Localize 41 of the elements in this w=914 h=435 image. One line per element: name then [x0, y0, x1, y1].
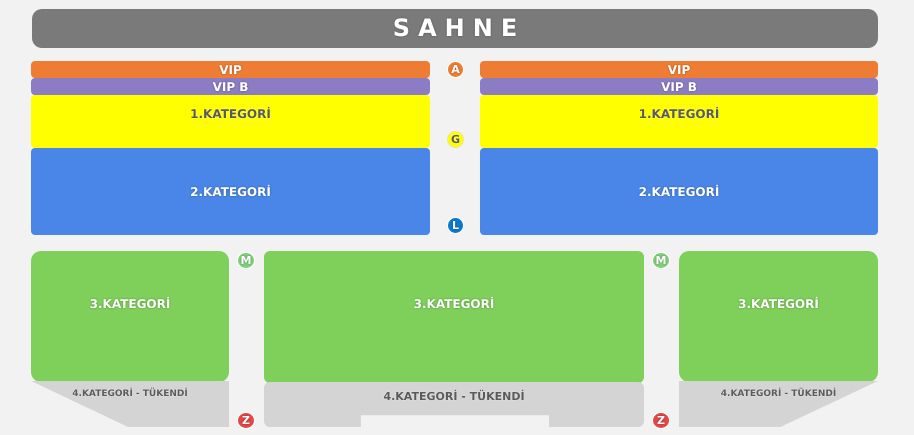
section-label: 4.KATEGORİ - TÜKENDİ	[71, 389, 189, 400]
section-label: VIP	[218, 63, 243, 77]
section-label: 2.KATEGORİ	[638, 185, 720, 199]
seating-section	[31, 95, 430, 148]
section-label: VIP	[666, 63, 692, 77]
section-label: 3.KATEGORİ	[737, 297, 820, 311]
seating-section	[264, 382, 644, 427]
seating-section	[31, 78, 430, 95]
seating-section	[31, 251, 229, 382]
seating-section	[480, 61, 878, 78]
seating-section	[264, 251, 644, 383]
section-label: VIP B	[212, 80, 250, 94]
row-marker	[447, 217, 464, 234]
row-letter: L	[450, 219, 460, 232]
seating-section	[480, 148, 878, 235]
row-letter: M	[240, 254, 252, 267]
section-label: 1.KATEGORİ	[189, 107, 272, 121]
section-label: 3.KATEGORİ	[88, 297, 172, 311]
row-marker	[237, 412, 255, 429]
stage-label: SAHNE	[392, 14, 526, 43]
seating-section	[679, 381, 878, 427]
stage-banner	[32, 9, 878, 48]
row-letter: Z	[241, 414, 251, 427]
row-letter: M	[654, 254, 668, 267]
seating-section	[679, 251, 878, 382]
section-label: 1.KATEGORİ	[638, 107, 720, 121]
section-label: 4.KATEGORİ - TÜKENDİ	[382, 390, 526, 403]
row-marker	[652, 412, 670, 429]
row-letter: G	[450, 133, 462, 146]
section-label: 2.KATEGORİ	[189, 185, 272, 199]
row-letter: A	[450, 63, 461, 76]
section-label: VIP B	[660, 80, 698, 94]
seating-section	[31, 61, 430, 78]
section-label: 3.KATEGORİ	[412, 297, 496, 311]
row-marker	[447, 61, 464, 78]
seating-section	[31, 381, 229, 427]
seating-section	[480, 95, 878, 148]
seating-section	[31, 148, 430, 235]
row-letter: Z	[656, 414, 666, 427]
seating-section	[480, 78, 878, 95]
section-label: 4.KATEGORİ - TÜKENDİ	[720, 389, 838, 400]
